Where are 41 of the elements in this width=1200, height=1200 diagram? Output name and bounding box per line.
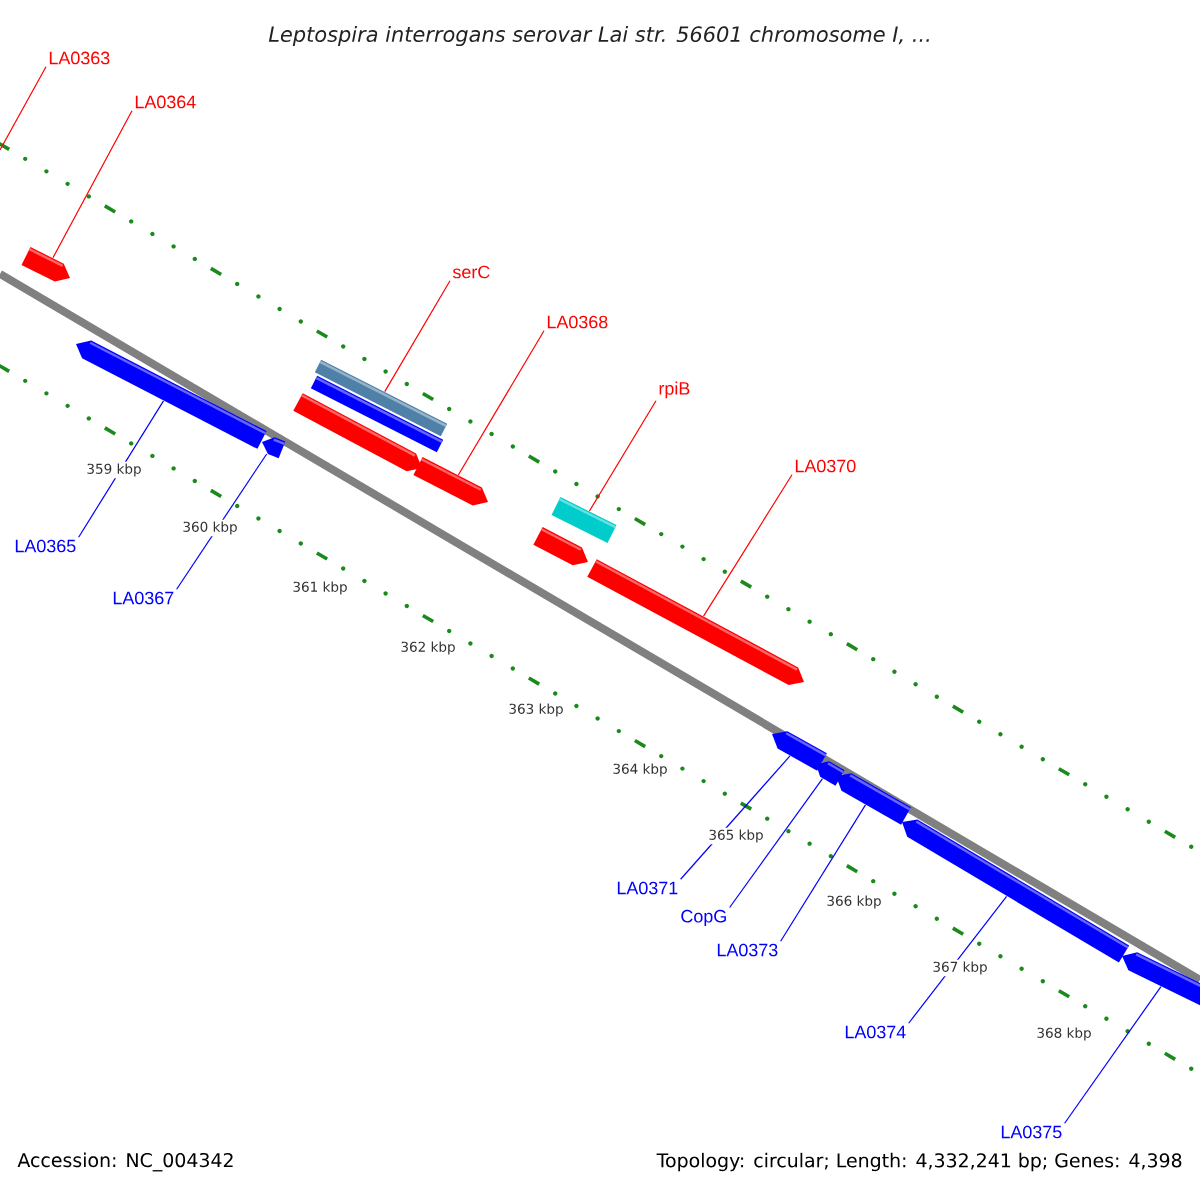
gene-label: serC bbox=[452, 265, 490, 279]
gene-feature bbox=[772, 731, 827, 771]
gene-label: LA0373 bbox=[717, 943, 778, 957]
footer-text: Accession: NC_004342 bbox=[17, 1152, 233, 1172]
gene-feature bbox=[76, 340, 267, 449]
gene-feature bbox=[533, 527, 588, 566]
gene-label: LA0364 bbox=[135, 95, 196, 109]
gene-label: LA0368 bbox=[547, 315, 608, 329]
leader-line bbox=[384, 280, 451, 393]
leader-line bbox=[588, 400, 657, 512]
gene-feature bbox=[902, 819, 1130, 963]
leader-line bbox=[780, 804, 867, 942]
gene-label: LA0370 bbox=[795, 459, 856, 473]
gene-label: LA0375 bbox=[1001, 1125, 1062, 1139]
gene-feature bbox=[587, 559, 804, 686]
footer-text: Topology: circular; Length: 4,332,241 bp; Genes: 4,398 bbox=[656, 1152, 1182, 1172]
leader-line bbox=[729, 778, 824, 909]
leader-line bbox=[702, 474, 793, 617]
gene-feature bbox=[836, 773, 911, 825]
leader-line bbox=[680, 755, 791, 880]
leader-line bbox=[52, 110, 133, 259]
gene-feature bbox=[551, 497, 617, 543]
gene-feature bbox=[21, 247, 70, 282]
gene-label: rpiB bbox=[659, 381, 690, 399]
leader-line bbox=[457, 330, 545, 476]
leader-line bbox=[78, 400, 165, 538]
gene-feature bbox=[262, 437, 286, 459]
gene-feature bbox=[1122, 952, 1200, 1009]
gene-feature bbox=[413, 457, 488, 506]
gene-label: LA0367 bbox=[113, 591, 174, 605]
gene-feature bbox=[293, 393, 422, 472]
title: Leptospira interrogans serovar Lai str. 56601 chromosome I, ... bbox=[268, 25, 929, 47]
gene-feature bbox=[310, 375, 444, 453]
gene-label: CopG bbox=[681, 909, 726, 927]
leader-line bbox=[1064, 986, 1162, 1124]
gene-label: LA0374 bbox=[845, 1025, 906, 1039]
gene-label: LA0371 bbox=[617, 881, 678, 895]
leader-line bbox=[176, 453, 268, 590]
gene-label: LA0365 bbox=[15, 539, 76, 553]
leader-line bbox=[0, 66, 47, 151]
gene-label: LA0363 bbox=[49, 51, 110, 65]
